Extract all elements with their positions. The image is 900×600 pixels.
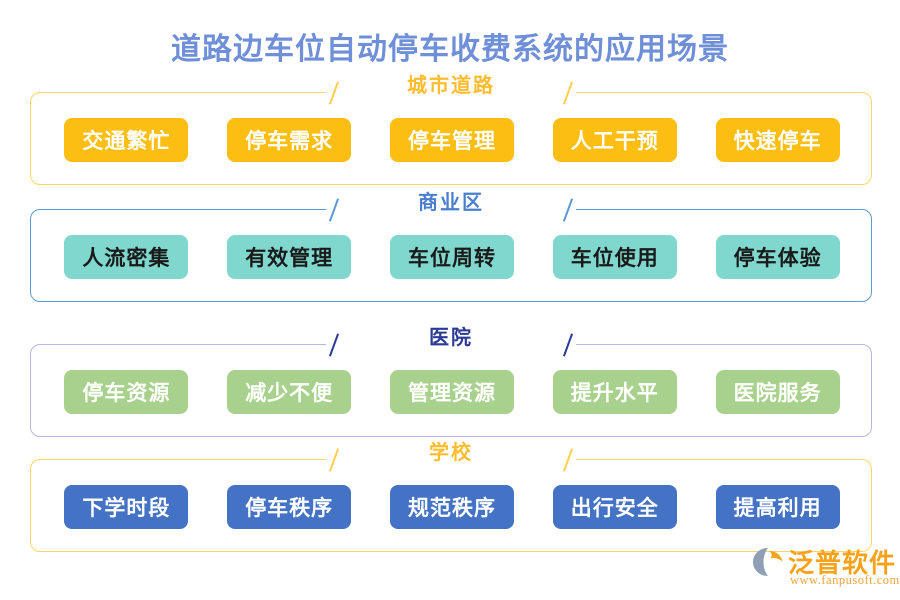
tag-item[interactable]: 医院服务	[715, 369, 840, 414]
tag-item[interactable]: 减少不便	[227, 369, 352, 414]
tag-item[interactable]: 停车秩序	[227, 484, 352, 529]
logo-url: www.fanpusoft.com	[790, 573, 900, 587]
section-heading: 城市道路	[397, 74, 505, 98]
section-commercial-district: 商业区 人流密集 有效管理 车位周转 车位使用 停车体验	[30, 191, 873, 303]
tag-item[interactable]: 提高利用	[715, 484, 840, 529]
tag-item[interactable]: 快速停车	[715, 117, 840, 162]
tag-row: 停车资源 减少不便 管理资源 提升水平 医院服务	[31, 345, 873, 438]
tag-item[interactable]: 下学时段	[64, 484, 189, 529]
tag-item[interactable]: 停车体验	[715, 234, 840, 279]
tag-row: 人流密集 有效管理 车位周转 车位使用 停车体验	[31, 210, 873, 303]
tag-item[interactable]: 停车需求	[227, 117, 352, 162]
tag-item[interactable]: 车位使用	[552, 234, 677, 279]
tag-item[interactable]: 停车管理	[389, 117, 514, 162]
tag-item[interactable]: 交通繁忙	[64, 117, 189, 162]
logo-brand-name: 泛普软件	[788, 549, 897, 578]
fanpu-swoosh-icon	[752, 547, 786, 577]
tag-row: 下学时段 停车秩序 规范秩序 出行安全 提高利用	[31, 460, 873, 553]
section-school: 学校 下学时段 停车秩序 规范秩序 出行安全 提高利用	[30, 441, 873, 553]
section-hospital: 医院 停车资源 减少不便 管理资源 提升水平 医院服务	[30, 326, 873, 438]
tag-item[interactable]: 规范秩序	[389, 484, 514, 529]
section-urban-road: 城市道路 交通繁忙 停车需求 停车管理 人工干预 快速停车	[30, 74, 873, 186]
tag-item[interactable]: 人流密集	[64, 234, 189, 279]
tag-item[interactable]: 车位周转	[389, 234, 514, 279]
section-heading: 医院	[419, 326, 483, 350]
tag-item[interactable]: 提升水平	[552, 369, 677, 414]
tag-item[interactable]: 人工干预	[552, 117, 677, 162]
tag-row: 交通繁忙 停车需求 停车管理 人工干预 快速停车	[31, 93, 873, 186]
brand-logo: 泛普软件 www.fanpusoft.com	[752, 545, 899, 593]
tag-item[interactable]: 出行安全	[552, 484, 677, 529]
section-heading: 商业区	[408, 191, 494, 215]
tag-item[interactable]: 停车资源	[64, 369, 189, 414]
tag-item[interactable]: 有效管理	[227, 234, 352, 279]
section-heading: 学校	[419, 441, 483, 465]
page-title: 道路边车位自动停车收费系统的应用场景	[171, 33, 729, 66]
tag-item[interactable]: 管理资源	[389, 369, 514, 414]
